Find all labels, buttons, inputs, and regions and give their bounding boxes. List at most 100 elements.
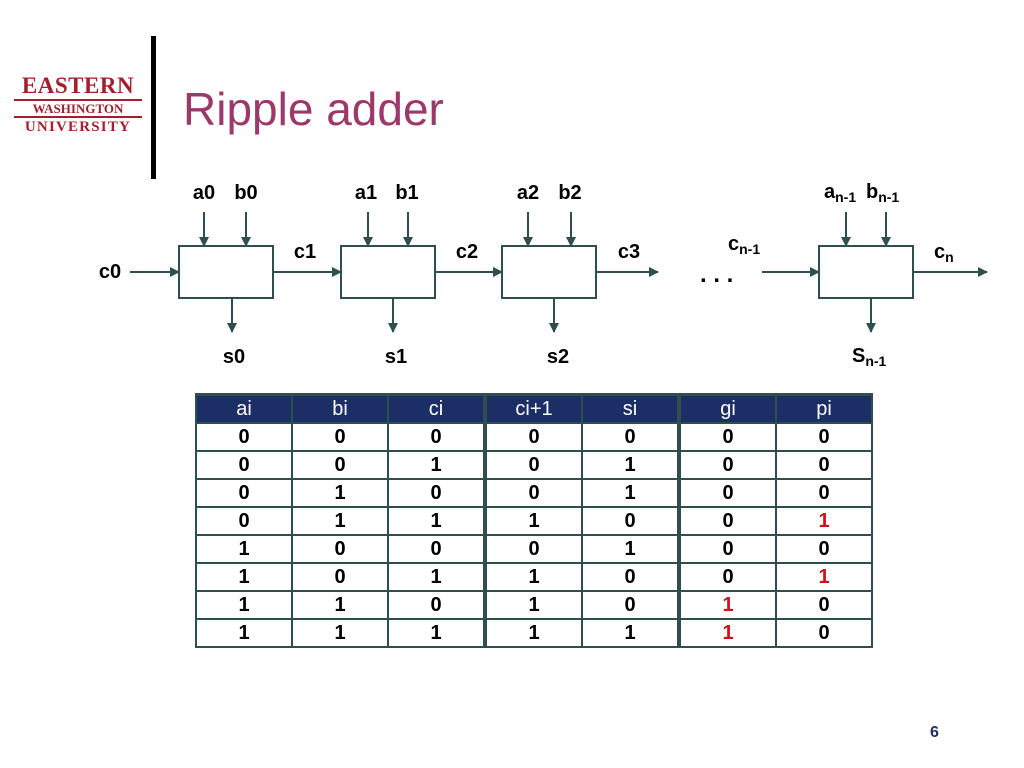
header-bi: bi bbox=[291, 393, 389, 424]
table-cell: 1 bbox=[291, 478, 389, 508]
table-cell: 0 bbox=[195, 478, 293, 508]
table-cell: 0 bbox=[775, 450, 873, 480]
table-cell: 1 bbox=[195, 562, 293, 592]
table-cell: 0 bbox=[775, 422, 873, 452]
adder-block-0 bbox=[178, 245, 274, 299]
label-a0: a0 bbox=[193, 182, 215, 204]
page-number: 6 bbox=[930, 724, 939, 741]
header-ci: ci bbox=[387, 393, 486, 424]
adder-block-1 bbox=[340, 245, 436, 299]
table-cell: 1 bbox=[291, 506, 389, 536]
table-cell: 0 bbox=[677, 478, 777, 508]
logo-line-washington: WASHINGTON bbox=[14, 99, 142, 118]
label-cn-1: cn-1 bbox=[728, 233, 760, 257]
label-cn: cn bbox=[934, 241, 954, 265]
table-cell: 0 bbox=[775, 534, 873, 564]
table-cell: 0 bbox=[677, 506, 777, 536]
label-c0: c0 bbox=[99, 261, 121, 283]
table-cell: 0 bbox=[775, 590, 873, 620]
table-cell: 0 bbox=[677, 450, 777, 480]
table-cell: 0 bbox=[677, 422, 777, 452]
table-cell: 0 bbox=[195, 506, 293, 536]
table-cell: 1 bbox=[677, 590, 777, 620]
table-cell: 1 bbox=[387, 450, 486, 480]
table-cell: 1 bbox=[387, 506, 486, 536]
label-an-1: an-1 bbox=[824, 181, 856, 205]
table-cell: 1 bbox=[387, 562, 486, 592]
ripple-adder-diagram: c0 c1 c2 c3 a0 b0 a1 b1 a2 b2 s0 s1 s2 .… bbox=[99, 181, 988, 369]
table-cell: 1 bbox=[195, 534, 293, 564]
adder-block-n-1 bbox=[818, 245, 914, 299]
table-cell: 0 bbox=[581, 422, 680, 452]
table-cell: 1 bbox=[581, 450, 680, 480]
label-bn-1: bn-1 bbox=[866, 181, 899, 205]
header-ci-plus-1: ci+1 bbox=[483, 393, 583, 424]
table-cell: 0 bbox=[291, 450, 389, 480]
table-cell: 0 bbox=[775, 618, 873, 648]
table-cell: 1 bbox=[195, 618, 293, 648]
table-cell: 1 bbox=[775, 562, 873, 592]
table-cell: 1 bbox=[581, 478, 680, 508]
label-b2: b2 bbox=[558, 182, 581, 204]
label-s2: s2 bbox=[547, 346, 569, 368]
label-b0: b0 bbox=[234, 182, 257, 204]
label-c3: c3 bbox=[618, 241, 640, 263]
table-cell: 0 bbox=[677, 534, 777, 564]
header-pi: pi bbox=[775, 393, 873, 424]
table-cell: 1 bbox=[291, 618, 389, 648]
table-cell: 0 bbox=[775, 478, 873, 508]
label-c2: c2 bbox=[456, 241, 478, 263]
table-cell: 0 bbox=[483, 478, 583, 508]
label-a2: a2 bbox=[517, 182, 539, 204]
table-cell: 0 bbox=[387, 534, 486, 564]
header-divider bbox=[151, 36, 156, 179]
university-logo: EASTERN WASHINGTON UNIVERSITY bbox=[14, 74, 142, 136]
label-b1: b1 bbox=[395, 182, 418, 204]
table-cell: 0 bbox=[195, 450, 293, 480]
table-cell: 1 bbox=[581, 618, 680, 648]
label-s0: s0 bbox=[223, 346, 245, 368]
table-cell: 0 bbox=[387, 478, 486, 508]
table-cell: 1 bbox=[483, 590, 583, 620]
table-cell: 0 bbox=[195, 422, 293, 452]
table-cell: 1 bbox=[387, 618, 486, 648]
slide-title: Ripple adder bbox=[183, 83, 444, 135]
header-si: si bbox=[581, 393, 680, 424]
table-cell: 0 bbox=[291, 422, 389, 452]
table-cell: 1 bbox=[483, 562, 583, 592]
table-cell: 0 bbox=[677, 562, 777, 592]
table-cell: 0 bbox=[581, 590, 680, 620]
logo-line-university: UNIVERSITY bbox=[24, 119, 132, 135]
table-cell: 1 bbox=[775, 506, 873, 536]
logo-line-eastern: EASTERN bbox=[21, 73, 135, 98]
table-cell: 1 bbox=[291, 590, 389, 620]
label-sn-1: Sn-1 bbox=[852, 345, 887, 369]
table-cell: 1 bbox=[483, 618, 583, 648]
table-cell: 1 bbox=[195, 590, 293, 620]
label-c1: c1 bbox=[294, 241, 316, 263]
adder-block-2 bbox=[501, 245, 597, 299]
table-cell: 0 bbox=[483, 422, 583, 452]
table-cell: 0 bbox=[581, 562, 680, 592]
table-cell: 0 bbox=[387, 422, 486, 452]
header-gi: gi bbox=[677, 393, 777, 424]
table-cell: 0 bbox=[483, 534, 583, 564]
table-cell: 0 bbox=[483, 450, 583, 480]
label-a1: a1 bbox=[355, 182, 377, 204]
table-cell: 1 bbox=[483, 506, 583, 536]
table-cell: 1 bbox=[677, 618, 777, 648]
table-cell: 0 bbox=[291, 534, 389, 564]
ellipsis: . . . bbox=[700, 261, 733, 288]
table-cell: 1 bbox=[581, 534, 680, 564]
header-ai: ai bbox=[195, 393, 293, 424]
